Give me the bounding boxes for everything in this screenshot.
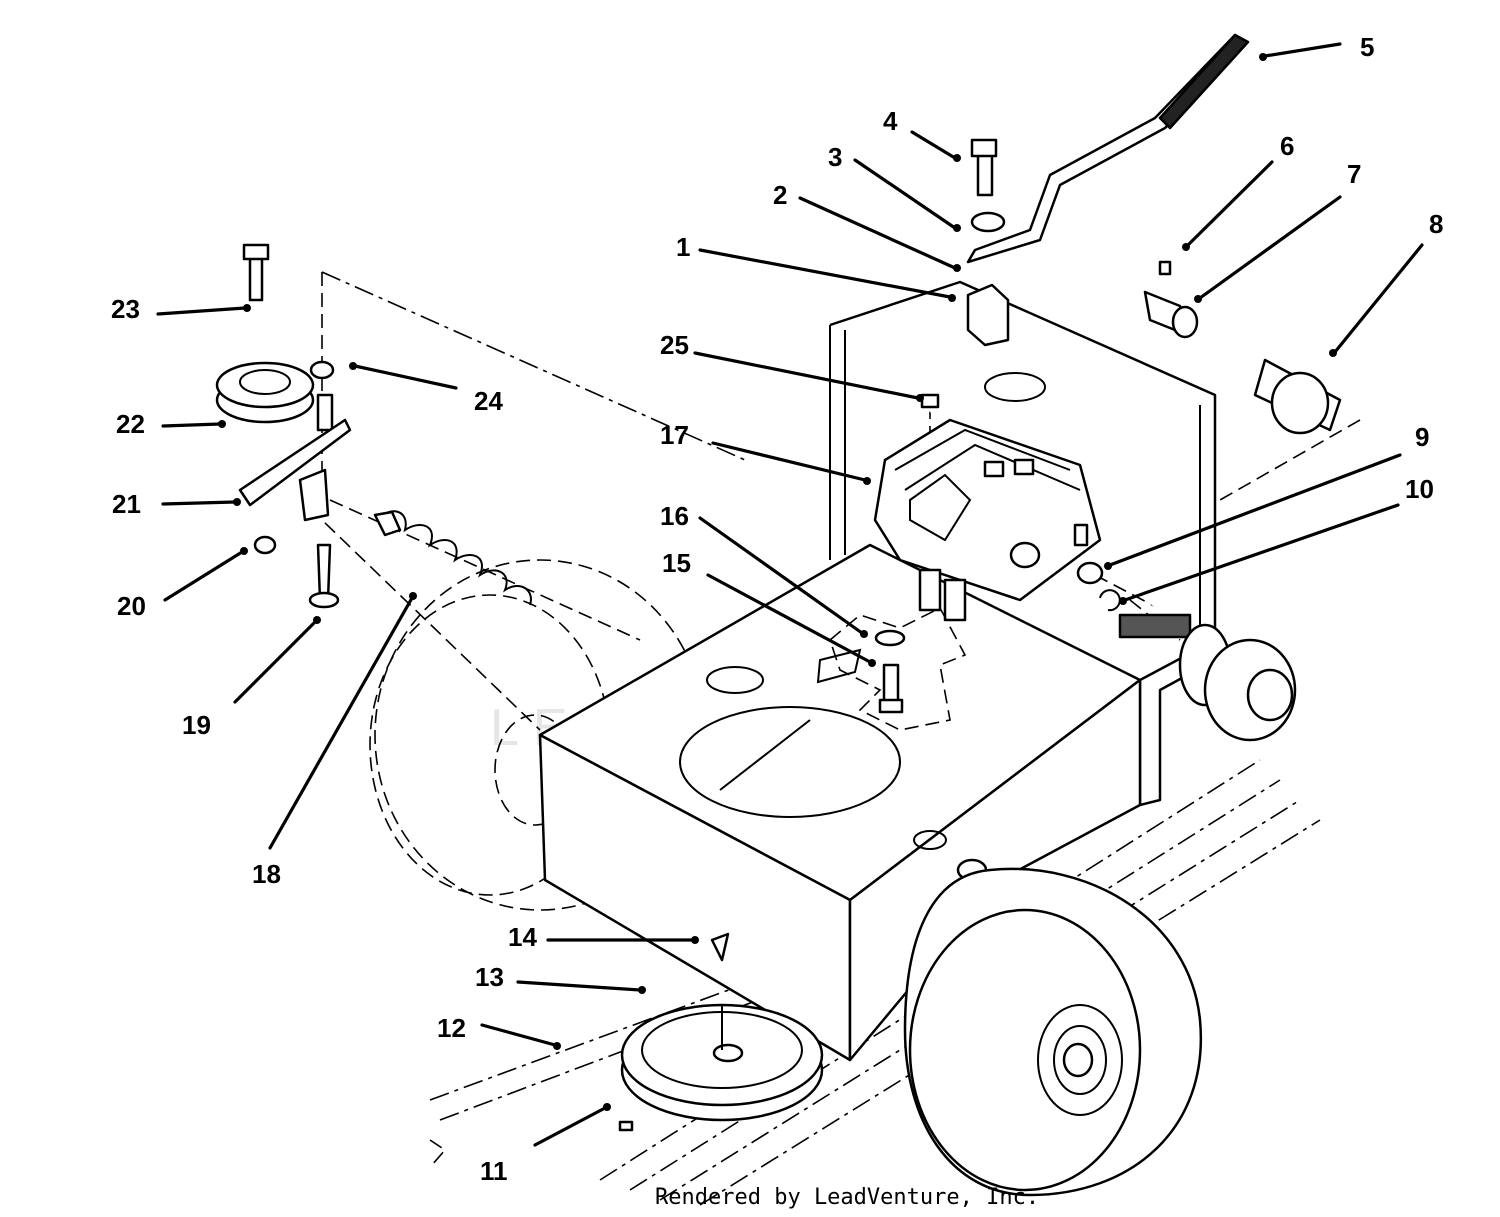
callout-9: 9 (1415, 422, 1429, 452)
callout-17: 17 (660, 420, 689, 450)
belt-guard-outline (829, 606, 967, 731)
callout-24: 24 (474, 386, 503, 416)
right-wheel (903, 867, 1203, 1197)
callout-16: 16 (660, 501, 689, 531)
callout-14: 14 (508, 922, 537, 952)
credit-text: Rendered by LeadVenture, Inc. (655, 1185, 1039, 1210)
transmission (873, 393, 1102, 622)
bolt-15 (874, 629, 906, 714)
callout-8: 8 (1429, 209, 1443, 239)
bushings (1143, 260, 1342, 435)
clutch-assembly (1076, 561, 1297, 742)
callout-2: 2 (773, 180, 787, 210)
idler-assembly (215, 243, 352, 609)
callout-12: 12 (437, 1013, 466, 1043)
callout-1: 1 (676, 232, 690, 262)
callout-labels: 1 2 3 4 5 6 7 8 9 10 11 12 13 14 15 16 1… (111, 32, 1443, 1186)
callout-11: 11 (480, 1156, 508, 1186)
callout-4: 4 (883, 106, 898, 136)
callout-23: 23 (111, 294, 140, 324)
callout-20: 20 (117, 591, 146, 621)
callout-25: 25 (660, 330, 689, 360)
spring (373, 510, 532, 606)
callout-15: 15 (662, 548, 691, 578)
callout-21: 21 (112, 489, 141, 519)
callout-22: 22 (116, 409, 145, 439)
callout-10: 10 (1405, 474, 1434, 504)
callout-7: 7 (1347, 159, 1361, 189)
leader-lines (156, 42, 1424, 1147)
shift-handle (966, 33, 1250, 347)
callout-3: 3 (828, 142, 842, 172)
callout-18: 18 (252, 859, 281, 889)
callout-6: 6 (1280, 131, 1294, 161)
callout-13: 13 (475, 962, 504, 992)
drive-pulley (618, 932, 824, 1132)
callout-19: 19 (182, 710, 211, 740)
callout-5: 5 (1360, 32, 1374, 62)
